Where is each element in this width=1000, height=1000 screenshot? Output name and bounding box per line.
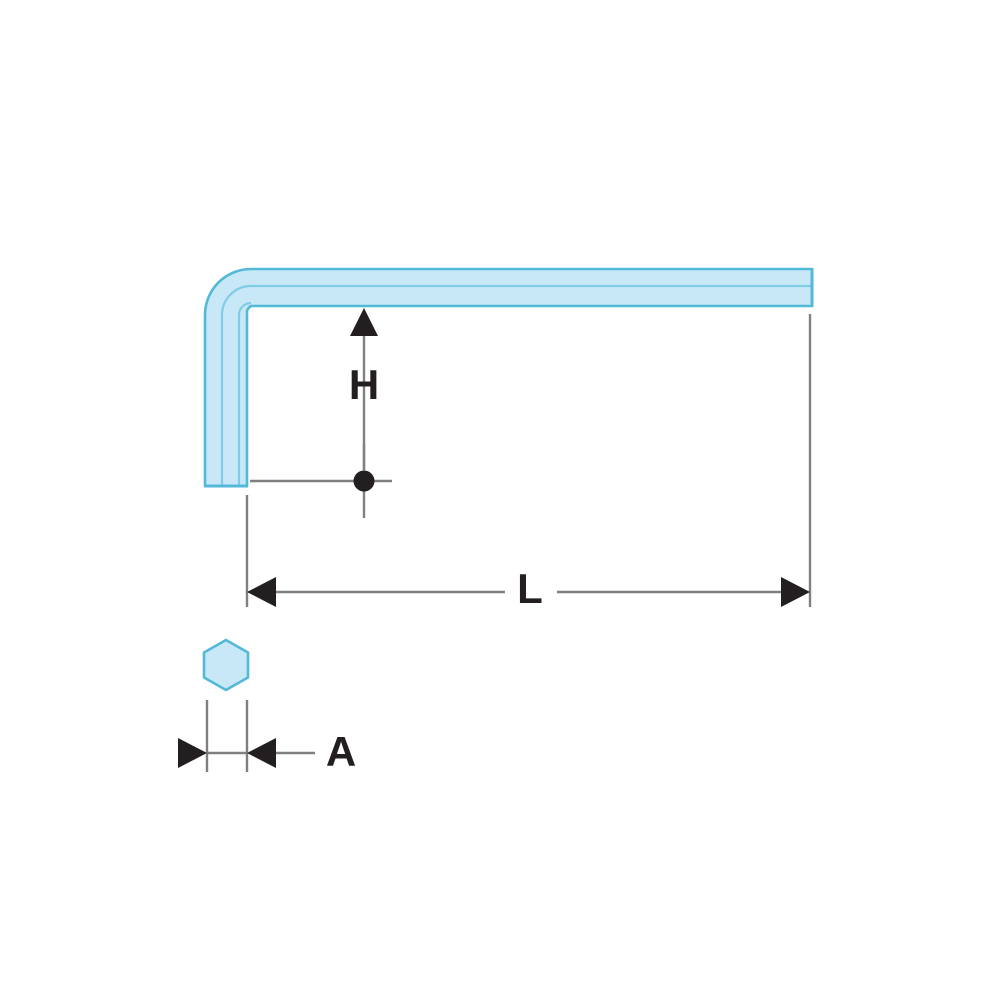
- dimension-a: A: [178, 728, 356, 775]
- facet-line-inner: [237, 301, 252, 486]
- dimension-a-label: A: [326, 728, 356, 775]
- dimension-a-arrowhead-left: [178, 738, 207, 768]
- dimension-l-arrowhead-right: [781, 577, 810, 607]
- hexagon-section: [202, 638, 250, 692]
- dimension-l: L: [247, 565, 810, 612]
- dimension-h-label: H: [349, 361, 379, 408]
- dimension-h: H: [349, 308, 379, 471]
- hex-cross-section-view: [202, 638, 250, 772]
- dimension-l-label: L: [517, 565, 543, 612]
- extension-lines: [245, 314, 812, 607]
- centre-mark-group: [250, 444, 392, 518]
- centre-mark-dot: [353, 470, 375, 492]
- dimension-a-arrowhead-right: [247, 738, 276, 768]
- hex-key-body: [203, 267, 814, 488]
- facet-line-outer: [220, 284, 812, 486]
- dimension-l-arrowhead-left: [247, 577, 276, 607]
- dimension-h-arrowhead: [350, 308, 378, 336]
- hex-key-outline: [203, 267, 814, 488]
